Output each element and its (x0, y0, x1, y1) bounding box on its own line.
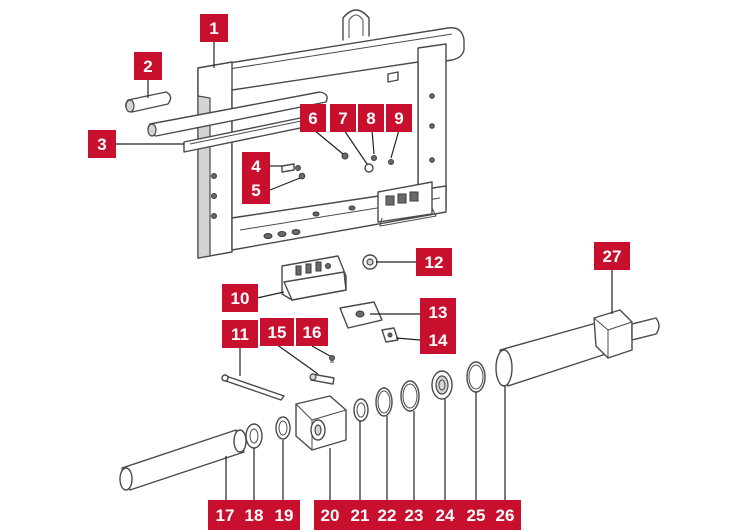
slotted-plate (339, 301, 383, 329)
svg-text:5: 5 (251, 181, 260, 200)
svg-text:19: 19 (275, 506, 294, 525)
small-screw (329, 355, 335, 363)
callouts: 1 2 3 4 5 6 7 8 9 10 11 12 13 14 15 16 1… (88, 14, 630, 530)
callout-27: 27 (594, 242, 630, 270)
svg-text:22: 22 (378, 506, 397, 525)
svg-text:24: 24 (436, 506, 455, 525)
shaft-rings (245, 416, 291, 449)
svg-text:2: 2 (143, 57, 152, 76)
callout-6: 6 (300, 104, 326, 132)
callout-3: 3 (88, 130, 116, 158)
callout-10: 10 (222, 284, 258, 312)
guide-rail (147, 91, 328, 153)
square-block (381, 327, 399, 343)
cylinder-head (593, 309, 660, 359)
svg-text:21: 21 (351, 506, 370, 525)
callout-21: 21 (344, 500, 376, 530)
svg-text:13: 13 (429, 303, 448, 322)
callout-8: 8 (358, 104, 384, 132)
svg-text:11: 11 (231, 325, 249, 344)
svg-text:4: 4 (251, 157, 261, 176)
callout-1: 1 (200, 14, 228, 42)
seal-rings (353, 361, 486, 422)
svg-text:16: 16 (303, 323, 322, 342)
svg-text:1: 1 (209, 19, 218, 38)
pin-tube (125, 91, 172, 113)
pin (309, 373, 335, 385)
callout-20: 20 (314, 500, 346, 530)
svg-text:25: 25 (467, 506, 486, 525)
callout-12: 12 (416, 248, 452, 276)
callout-2: 2 (134, 52, 162, 80)
callout-17: 17 (208, 500, 242, 530)
svg-text:8: 8 (366, 109, 375, 128)
callout-16: 16 (296, 318, 328, 346)
svg-text:10: 10 (231, 289, 250, 308)
svg-text:26: 26 (496, 506, 515, 525)
callout-7: 7 (330, 104, 356, 132)
long-shaft (119, 429, 247, 491)
svg-text:20: 20 (321, 506, 340, 525)
callout-23: 23 (398, 500, 430, 530)
svg-text:14: 14 (429, 331, 448, 350)
callout-13: 13 (420, 298, 456, 326)
callout-4: 4 (242, 152, 270, 180)
carriage-plate (281, 255, 347, 301)
callout-26: 26 (489, 500, 521, 530)
svg-text:9: 9 (394, 109, 403, 128)
svg-text:15: 15 (268, 323, 287, 342)
callout-22: 22 (371, 500, 403, 530)
callout-25: 25 (460, 500, 492, 530)
callout-18: 18 (238, 500, 270, 530)
callout-11: 11 (222, 320, 258, 348)
svg-text:18: 18 (245, 506, 264, 525)
bottom-leader-stubs (225, 484, 506, 500)
callout-24: 24 (429, 500, 461, 530)
callout-14: 14 (420, 326, 456, 354)
svg-text:7: 7 (338, 109, 347, 128)
cylinder-barrel (495, 321, 613, 387)
nut (362, 254, 378, 270)
svg-text:23: 23 (405, 506, 424, 525)
callout-9: 9 (386, 104, 412, 132)
leader-lines (116, 42, 613, 484)
callout-19: 19 (268, 500, 300, 530)
svg-text:12: 12 (425, 253, 444, 272)
callout-5: 5 (242, 176, 270, 204)
main-frame (197, 9, 465, 259)
svg-text:17: 17 (216, 506, 235, 525)
svg-text:3: 3 (97, 135, 106, 154)
callout-15: 15 (260, 318, 294, 346)
long-rod (221, 374, 285, 401)
svg-text:27: 27 (603, 247, 622, 266)
svg-text:6: 6 (308, 109, 317, 128)
end-block (295, 395, 347, 451)
